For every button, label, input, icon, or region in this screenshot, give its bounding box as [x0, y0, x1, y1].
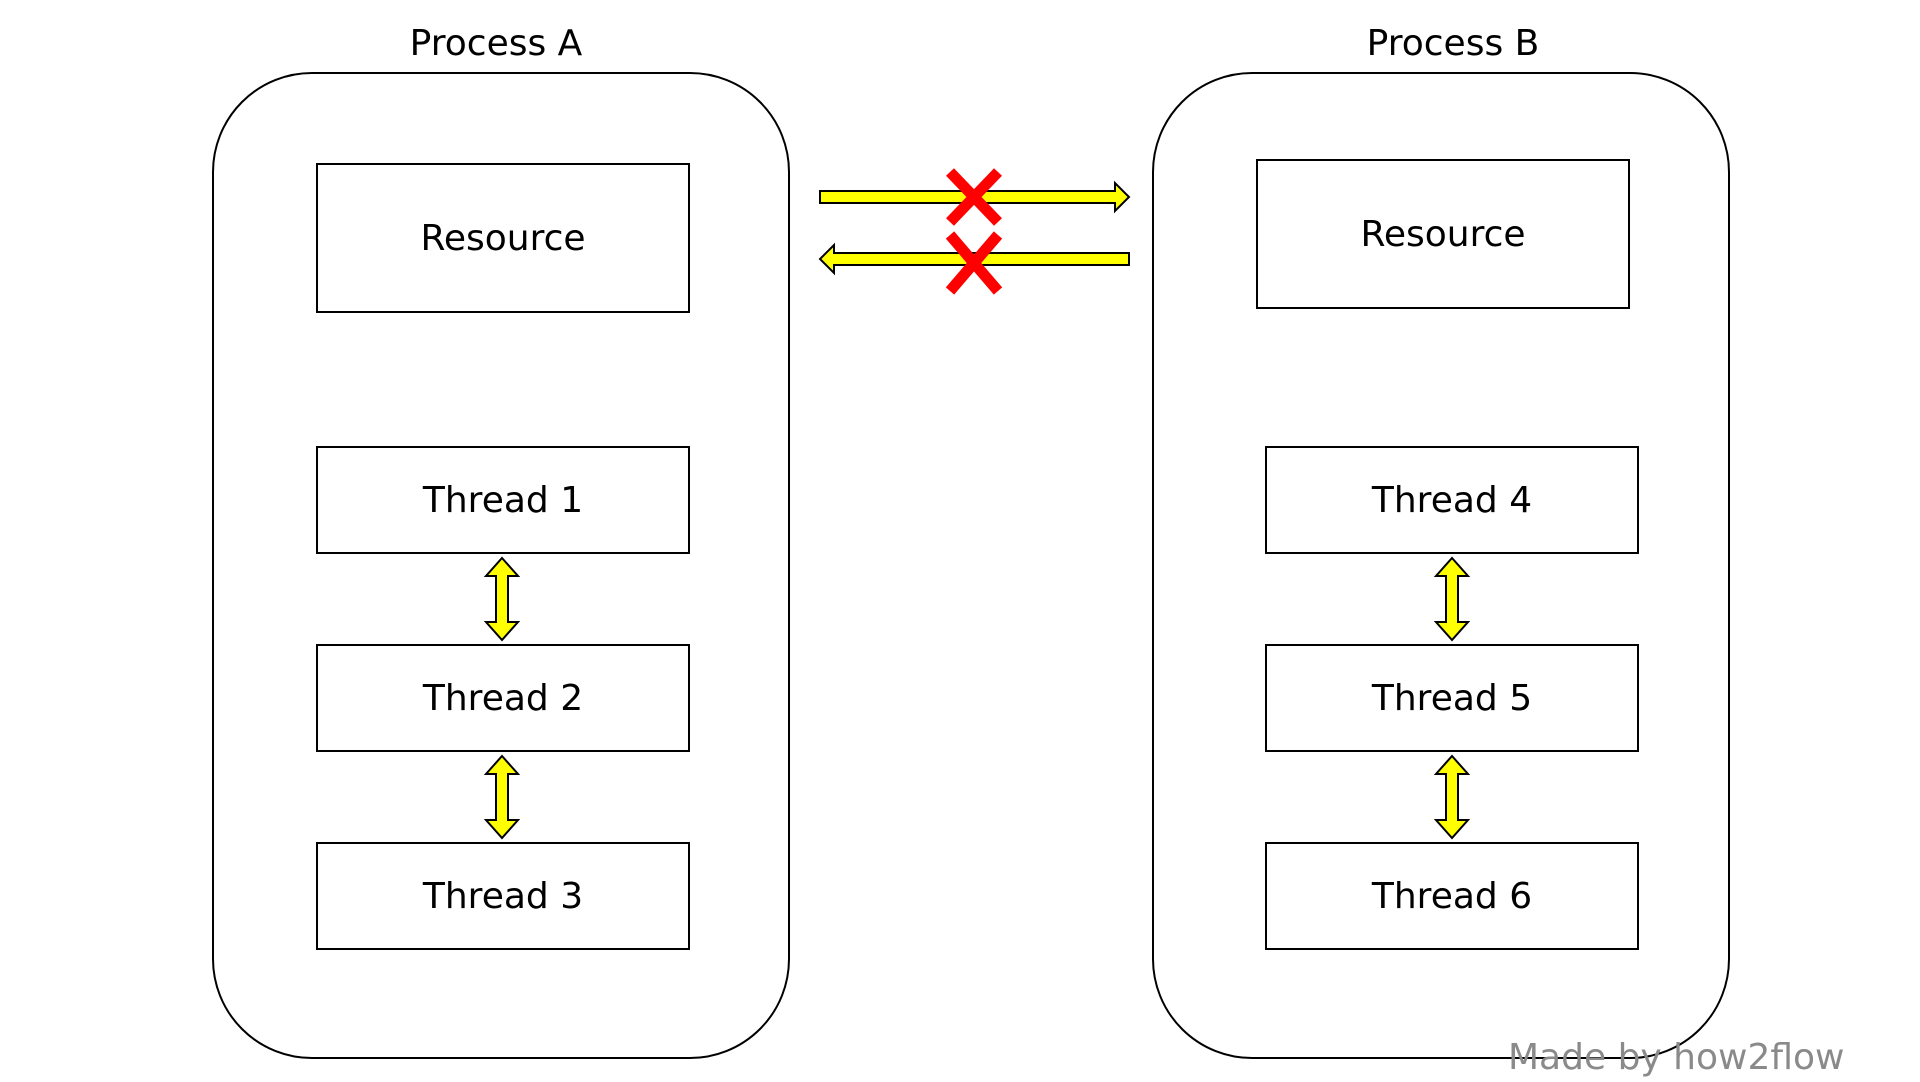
watermark-text: Made by how2flow: [1508, 1037, 1845, 1078]
thread-4-box: Thread 4: [1265, 446, 1639, 554]
process-a-resource: Resource: [316, 163, 690, 313]
process-b-resource: Resource: [1256, 159, 1630, 309]
thread-1-label: Thread 1: [422, 479, 584, 521]
process-b-title: Process B: [1366, 23, 1540, 64]
arrow-thread-5-6: [1433, 754, 1471, 840]
thread-4-label: Thread 4: [1371, 479, 1533, 521]
thread-5-box: Thread 5: [1265, 644, 1639, 752]
process-a-resource-label: Resource: [420, 217, 586, 259]
thread-2-box: Thread 2: [316, 644, 690, 752]
arrow-thread-1-2: [483, 556, 521, 642]
blocked-cross-icon: [945, 231, 1003, 295]
thread-6-label: Thread 6: [1371, 875, 1533, 917]
thread-3-box: Thread 3: [316, 842, 690, 950]
process-a-title: Process A: [409, 23, 583, 64]
thread-6-box: Thread 6: [1265, 842, 1639, 950]
arrow-thread-4-5: [1433, 556, 1471, 642]
process-a-container: [212, 72, 790, 1059]
process-b-container: [1152, 72, 1730, 1059]
thread-5-label: Thread 5: [1371, 677, 1533, 719]
thread-2-label: Thread 2: [422, 677, 584, 719]
arrow-thread-2-3: [483, 754, 521, 840]
thread-3-label: Thread 3: [422, 875, 584, 917]
thread-1-box: Thread 1: [316, 446, 690, 554]
blocked-cross-icon: [946, 168, 1002, 226]
process-b-resource-label: Resource: [1360, 213, 1526, 255]
